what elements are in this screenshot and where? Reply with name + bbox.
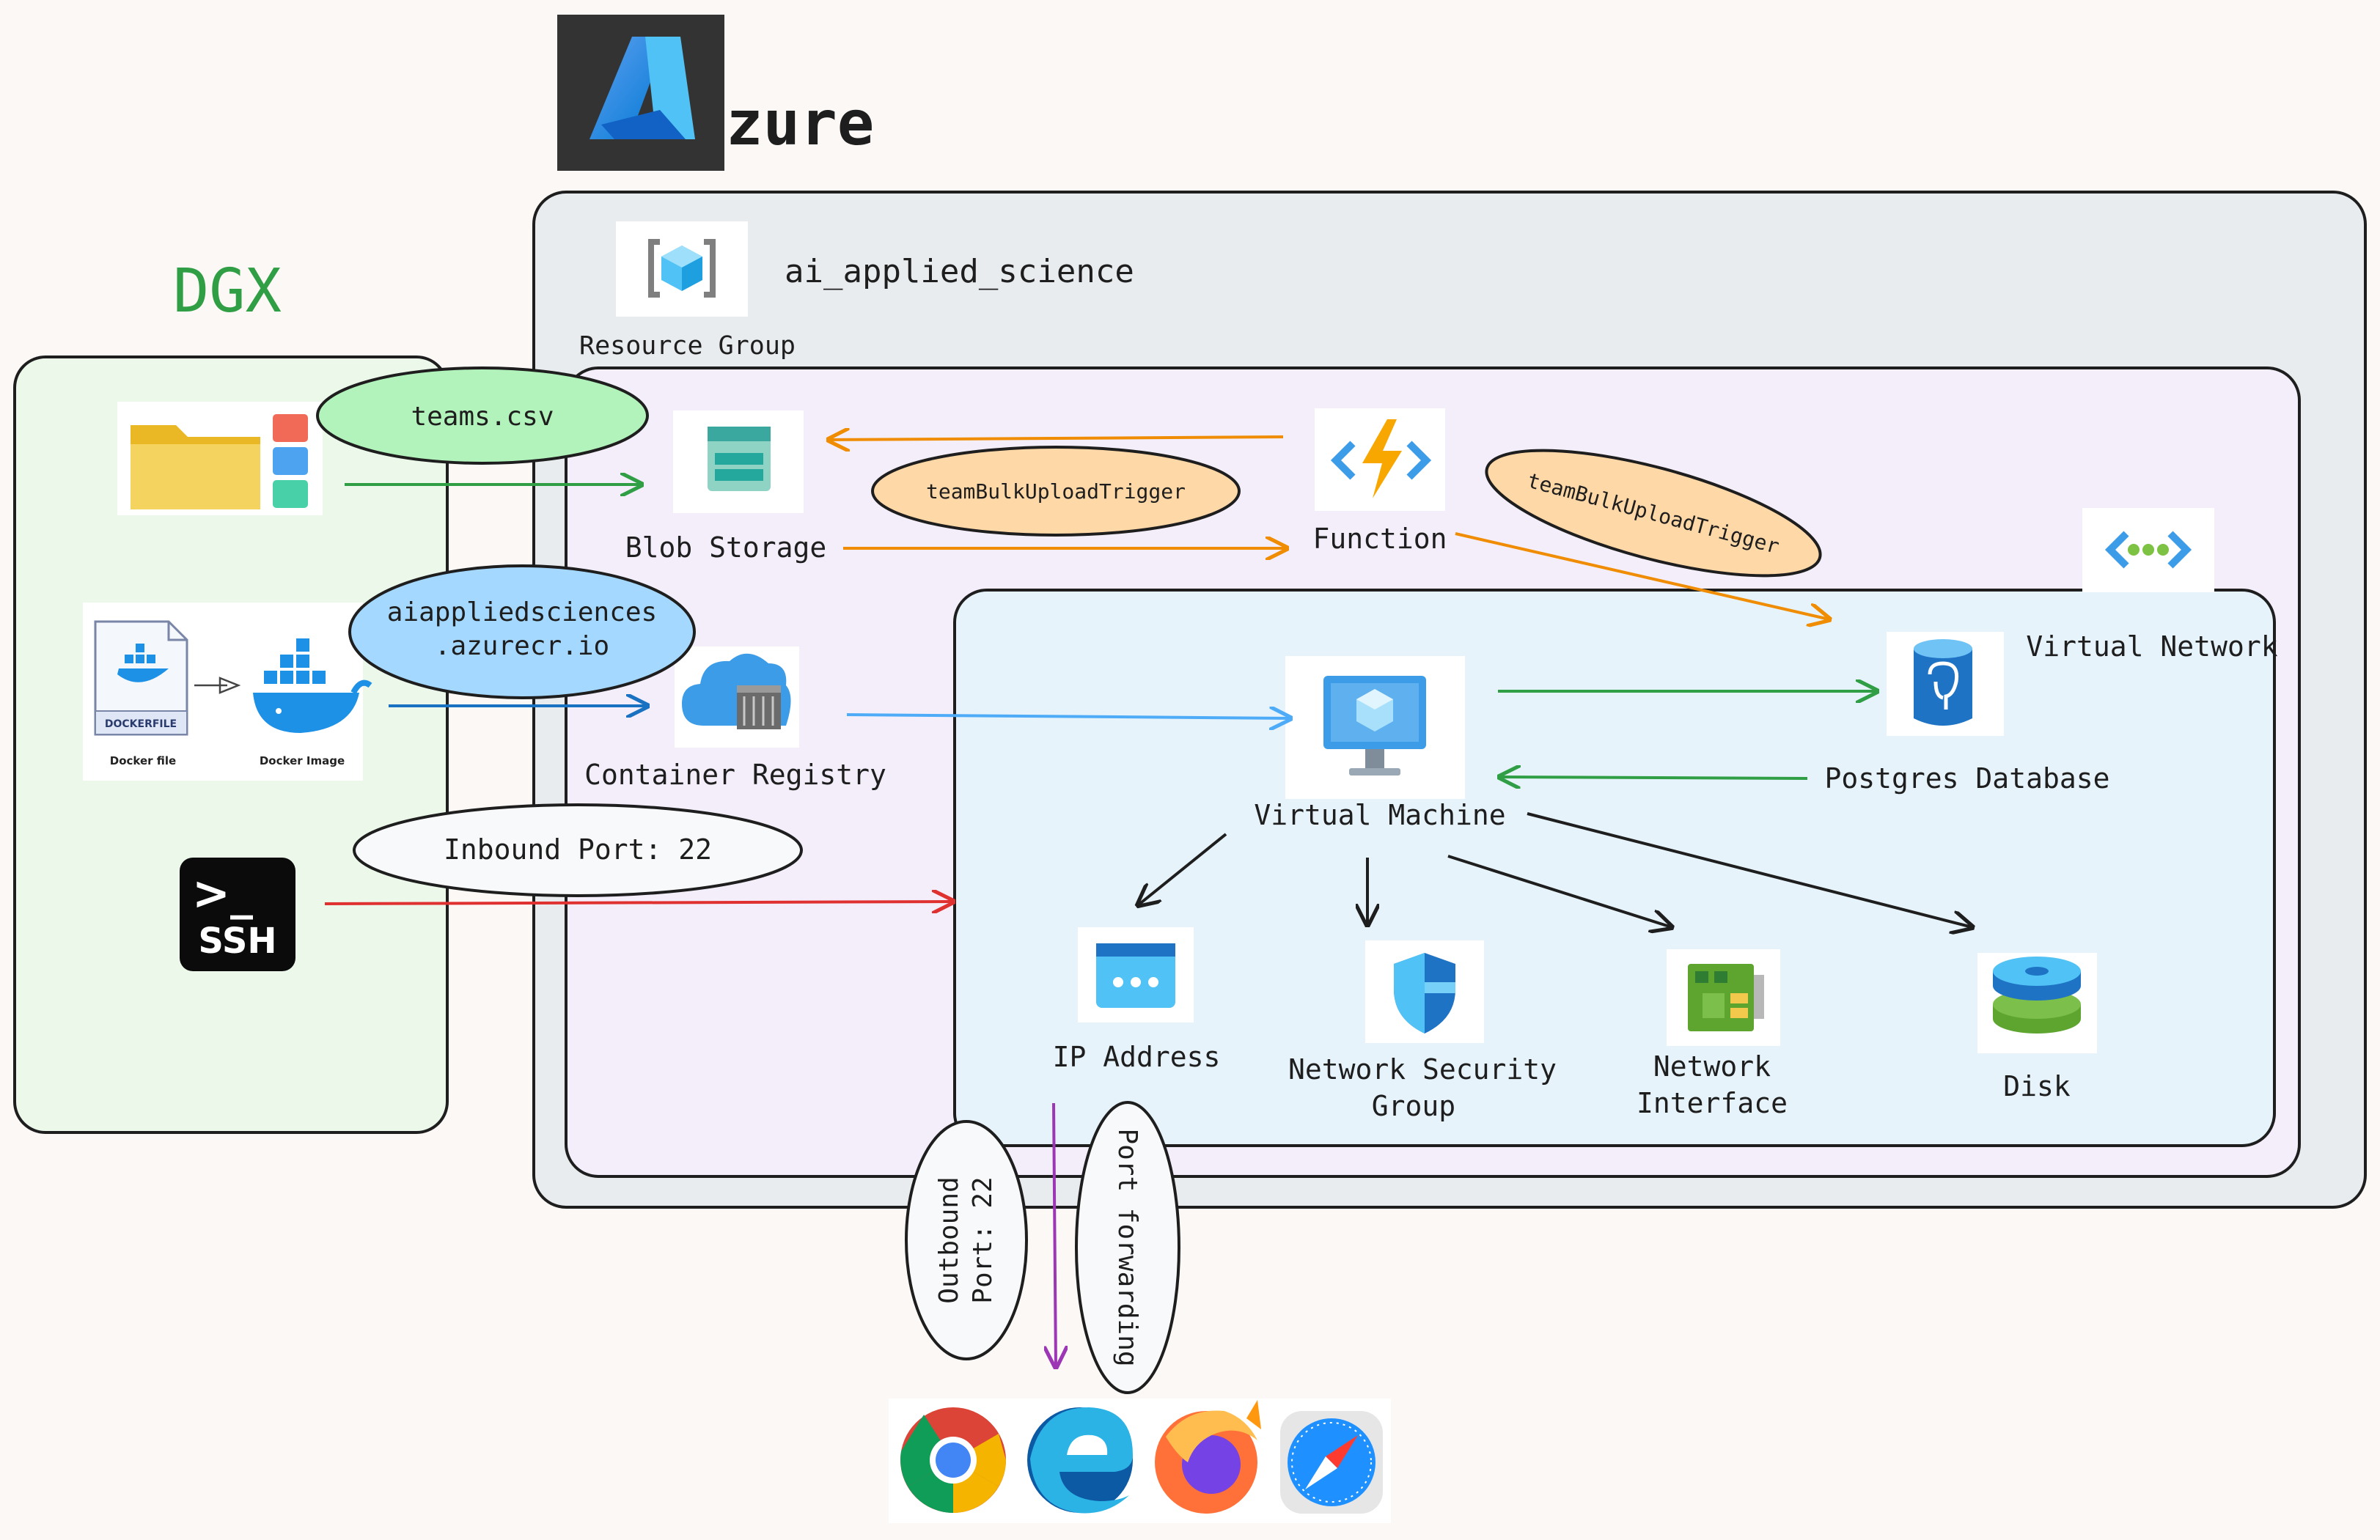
function-icon (1330, 419, 1432, 498)
bubble-outbound-port-line1: Outbound (934, 1176, 964, 1303)
bubble-trigger-1-text: teamBulkUploadTrigger (926, 479, 1186, 504)
bubble-outbound-port: Outbound Port: 22 (905, 1120, 1028, 1360)
bubble-inbound-port-text: Inbound Port: 22 (444, 833, 712, 866)
virtual-network-label: Virtual Network (2026, 630, 2277, 663)
dgx-title: DGX (173, 257, 282, 326)
safari-icon (1280, 1411, 1383, 1514)
arrow-ssh-to-vnet (324, 902, 953, 904)
ssh-label: SSH (198, 921, 276, 962)
folder-icon (131, 425, 260, 509)
postgres-database-label: Postgres Database (1825, 762, 2110, 795)
bubble-teams-csv: teams.csv (316, 366, 649, 465)
firefox-icon (1155, 1400, 1261, 1514)
arrow-function-to-postgres (1455, 532, 1829, 619)
edge-icon (1027, 1407, 1133, 1514)
blob-storage-label: Blob Storage (625, 531, 827, 564)
docker-whale-icon (253, 638, 372, 733)
arrow-function-to-blob (829, 437, 1284, 440)
ssh-prompt: >_ (192, 866, 253, 920)
arrow-postgres-to-vm (1499, 777, 1808, 778)
file-blocks-icon (273, 414, 308, 508)
arrow-registry-to-vm (846, 715, 1290, 718)
resource-group-label: Resource Group (579, 331, 796, 361)
resource-group-icon (648, 239, 716, 298)
resource-group-name: ai_applied_science (785, 253, 1134, 290)
docker-image-caption: Docker Image (260, 754, 345, 767)
arrow-ip-to-browsers (1054, 1102, 1056, 1367)
bubble-outbound-port-line2: Port: 22 (968, 1176, 998, 1303)
virtual-machine-icon (1323, 676, 1426, 775)
disk-label: Disk (2003, 1070, 2071, 1102)
container-registry-label: Container Registry (584, 759, 886, 791)
chrome-icon (900, 1407, 1006, 1513)
arrow-vm-to-disk (1527, 812, 1972, 927)
nsg-label-line2: Group (1372, 1090, 1455, 1122)
bubble-port-forwarding: Port forwarding (1075, 1101, 1180, 1394)
postgres-database-icon (1914, 639, 1972, 726)
ssh-icon: >_ SSH (180, 858, 295, 971)
disk-icon (1993, 957, 2081, 1034)
bubble-registry-url-line1: aiappliedsciences (387, 597, 657, 627)
network-interface-icon (1688, 964, 1764, 1031)
arrow-vm-to-ip (1138, 833, 1227, 905)
bubble-teams-csv-text: teams.csv (411, 402, 554, 432)
nsg-label-line1: Network Security (1288, 1053, 1557, 1086)
blob-storage-icon (708, 427, 771, 491)
network-interface-label-line1: Network (1653, 1050, 1771, 1083)
azure-wordmark: zure (726, 87, 874, 159)
network-security-group-icon (1394, 953, 1455, 1034)
bubble-port-forwarding-text: Port forwarding (1112, 1128, 1142, 1366)
network-interface-label-line2: Interface (1637, 1087, 1788, 1119)
dockerfile-tag: DOCKERFILE (105, 718, 177, 730)
container-registry-icon (682, 653, 791, 729)
azure-logo-icon (590, 37, 695, 139)
ip-address-icon (1096, 943, 1175, 1008)
dockerfile-caption: Docker file (110, 754, 176, 767)
ip-address-label: IP Address (1053, 1041, 1221, 1073)
bubble-registry-url: aiappliedsciences .azurecr.io (348, 564, 696, 699)
virtual-machine-label: Virtual Machine (1254, 799, 1505, 831)
function-label: Function (1312, 523, 1447, 555)
arrow-vm-to-nic (1447, 855, 1672, 927)
bubble-registry-url-line2: .azurecr.io (435, 631, 609, 661)
dockerfile-icon: DOCKERFILE (94, 620, 188, 736)
docker-build-arrow (194, 677, 241, 694)
bubble-trigger-1: teamBulkUploadTrigger (871, 446, 1241, 537)
virtual-network-icon (2104, 531, 2192, 569)
bubble-inbound-port: Inbound Port: 22 (353, 803, 803, 897)
